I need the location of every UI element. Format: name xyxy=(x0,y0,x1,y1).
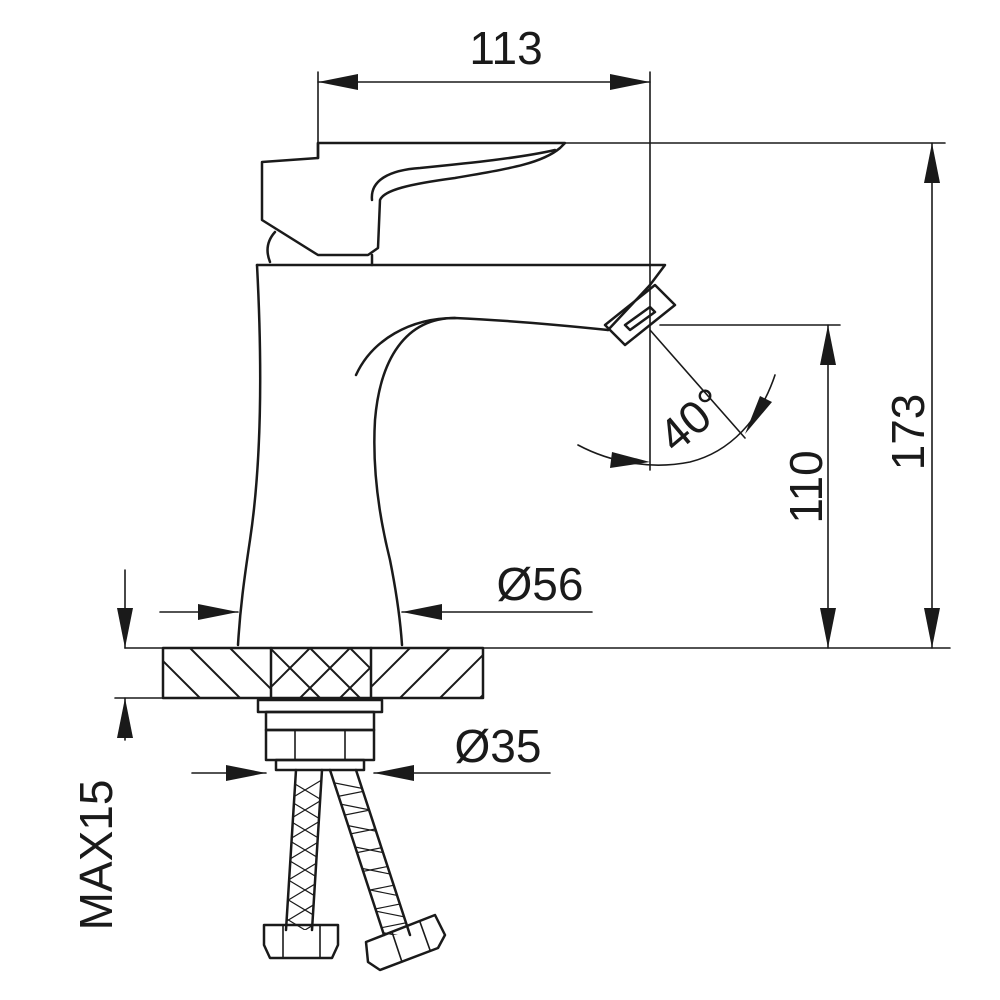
hatch-left xyxy=(163,648,271,698)
countertop-section xyxy=(161,646,485,700)
hatch-mid xyxy=(272,648,370,698)
faucet-body xyxy=(236,141,677,647)
lever-inner-line xyxy=(370,148,557,202)
dimension-113-label: 113 xyxy=(469,22,542,74)
dimension-diameter-35-label: Ø35 xyxy=(455,720,542,772)
handle-cap-curve xyxy=(266,230,277,264)
spout-inner-curve xyxy=(354,316,457,377)
countertop-outline xyxy=(161,646,485,700)
spout-underside xyxy=(373,316,610,647)
spout-tip-edge xyxy=(606,283,652,332)
hatch-right xyxy=(371,648,483,698)
washer xyxy=(256,698,384,714)
hose-left-braid xyxy=(286,774,322,930)
dimension-angle-label: 40° xyxy=(648,377,735,462)
nut-body xyxy=(264,728,376,762)
dimension-173-label: 173 xyxy=(882,394,934,471)
dimension-173: 173 xyxy=(564,142,946,649)
dimension-113: 113 xyxy=(317,22,651,471)
dimension-diameter-56-label: Ø56 xyxy=(497,558,584,610)
supply-hoses xyxy=(262,768,447,972)
dimension-angle: 40° xyxy=(577,329,776,468)
hose-right-outline xyxy=(328,768,412,937)
dimension-max15: MAX15 xyxy=(70,569,164,931)
dimension-110-label: 110 xyxy=(780,450,832,523)
aerator-inner xyxy=(623,305,657,332)
aerator xyxy=(603,283,677,347)
mounting-nut xyxy=(256,698,384,772)
nut-bottom xyxy=(274,758,366,772)
body-left-contour xyxy=(236,263,262,647)
hose-right-nut xyxy=(364,913,447,972)
nut-top xyxy=(264,710,376,732)
dimension-diameter-35: Ø35 xyxy=(191,720,551,781)
dimension-diameter-56: Ø56 xyxy=(124,558,951,649)
lever-handle xyxy=(260,141,567,257)
body-top-edge xyxy=(255,263,667,287)
dimension-110: 110 xyxy=(659,324,841,649)
hose-left-nut xyxy=(262,923,340,960)
dimension-max15-label: MAX15 xyxy=(70,780,122,931)
